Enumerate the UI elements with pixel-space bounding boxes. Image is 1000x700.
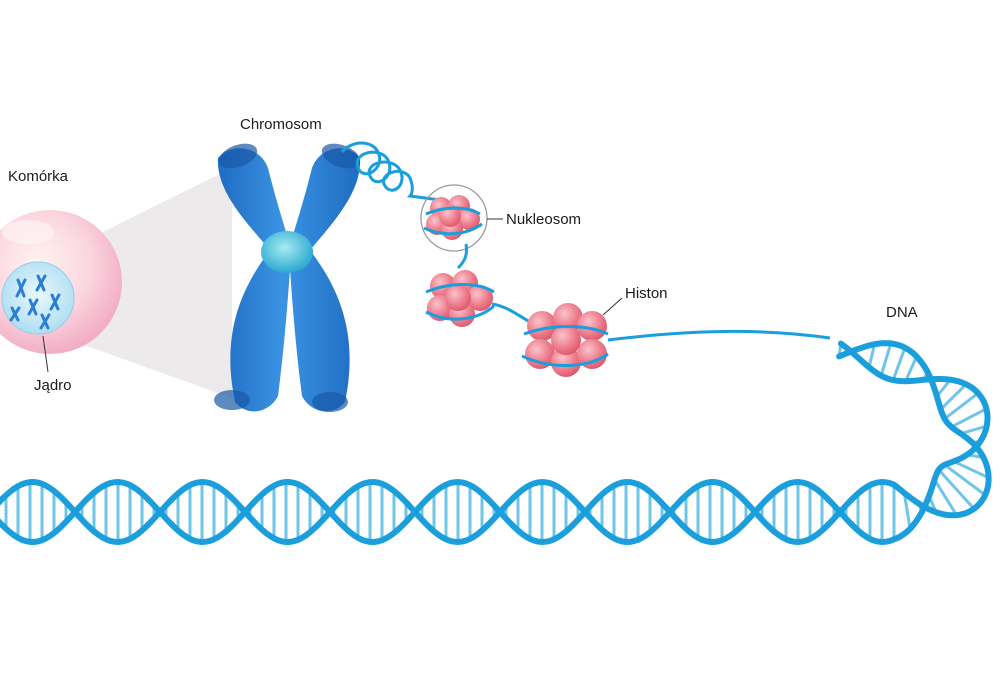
dna-label: DNA (886, 304, 918, 321)
base-pair-rung (904, 355, 918, 382)
centromere (261, 231, 313, 273)
base-pair-rung (902, 492, 912, 530)
base-pair-rung (879, 342, 893, 377)
cell-label: Komórka (8, 168, 69, 185)
base-pair-rung (960, 424, 988, 436)
base-pair-rung (943, 463, 987, 497)
chromosome-label: Chromosom (240, 116, 322, 133)
nucleosome-2 (425, 270, 495, 327)
nucleosome-label: Nukleosom (506, 211, 581, 228)
nucleus (1, 261, 75, 335)
histone-label: Histon (625, 285, 668, 302)
base-pair-rungs (4, 342, 990, 542)
dna-strand (607, 329, 831, 342)
base-pair-rung (867, 343, 876, 368)
mini-chromosome-icon (9, 274, 61, 330)
nucleosome-highlight-circle (420, 184, 488, 252)
base-pair-rung (939, 383, 968, 411)
dna-double-helix (0, 340, 992, 546)
nucleus-leader-line (42, 335, 49, 373)
linker-dna-1 (456, 243, 468, 270)
nucleus-label: Jądro (34, 377, 72, 394)
base-pair-rung (933, 478, 958, 516)
nucleosome-1 (423, 195, 483, 240)
linker-dna-2 (491, 302, 531, 324)
base-pair-rung (950, 407, 988, 429)
base-pair-rung (943, 392, 980, 420)
base-pair-rung (937, 468, 976, 510)
histone-leader-line (602, 297, 623, 316)
coiled-strand (340, 141, 441, 202)
base-pair-rung (952, 460, 990, 480)
base-pair-rung (891, 347, 907, 381)
chromosome (214, 143, 361, 412)
helix-backbone-a (0, 340, 991, 546)
helix-backbone-b (0, 340, 992, 546)
zoom-cone (70, 168, 232, 398)
nucleosome-3 (521, 303, 609, 377)
